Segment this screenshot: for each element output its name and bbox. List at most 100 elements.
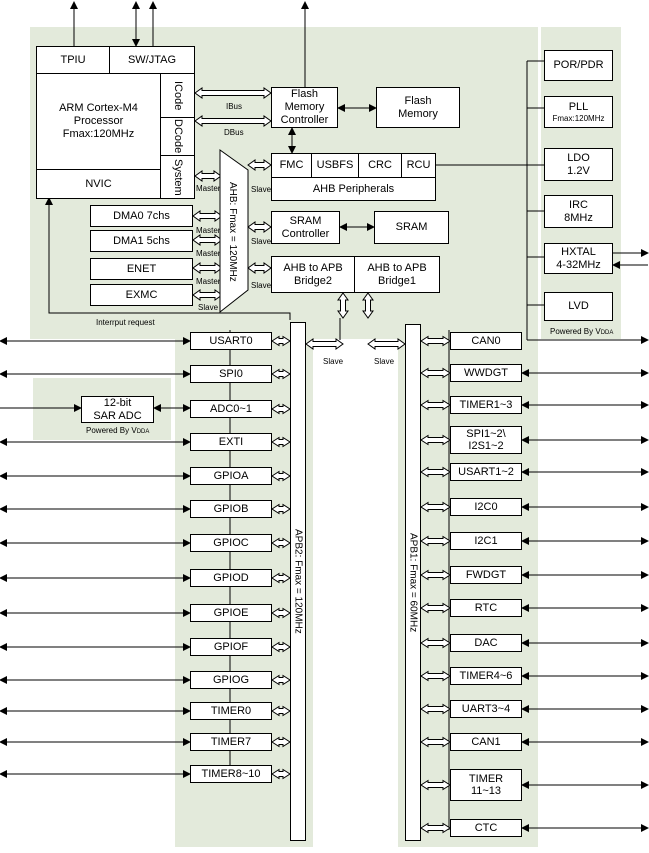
apb1-label: APB1: Fmax = 60MHz [407, 532, 419, 633]
por-pdr-box: POR/PDR [544, 50, 613, 81]
tpiu-box: TPIU [36, 46, 110, 74]
lvd-label: LVD [568, 300, 589, 312]
slave-label-sram: Slave [251, 237, 272, 246]
apb2-periph-label: USART0 [209, 334, 253, 347]
apb2-periph-label: TIMER0 [210, 704, 252, 717]
apb2-periph-12: TIMER7 [190, 733, 272, 751]
adc-line2: SAR ADC [93, 409, 142, 422]
apb1-periph-label: TIMER1~3 [459, 399, 513, 411]
exmc-box: EXMC [90, 284, 193, 306]
apb1-periph-label: DAC [474, 637, 498, 649]
pll-box: PLL Fmax:120MHz [544, 96, 613, 128]
power-by-vdda: Powered By VDDA [550, 327, 613, 338]
apb2-periph-9: GPIOF [190, 638, 272, 656]
irc-line1: IRC [569, 198, 588, 211]
apb1-periph-7: FWDGT [450, 566, 522, 584]
pll-fmax-label: Fmax:120MHz [552, 113, 605, 123]
sar-adc-box: 12-bit SAR ADC [81, 396, 154, 423]
apb1-periph-0: CAN0 [450, 332, 522, 350]
apb2-label: APB2: Fmax = 120MHz [292, 529, 304, 634]
apb1-periph-label: I2S1~2 [468, 440, 504, 452]
ldo-box: LDO 1.2V [544, 148, 613, 181]
swjtag-label: SW/JTAG [127, 53, 177, 66]
apb1-periph-label: CTC [474, 822, 498, 834]
slave-label-apb1: Slave [374, 357, 395, 366]
apb1-periph-3: SPI1~2\I2S1~2 [450, 426, 522, 454]
rcu-label: RCU [406, 159, 431, 171]
bridge2-line1: AHB to APB [283, 261, 343, 274]
dcode-box: DCode [160, 117, 195, 156]
nvic-label: NVIC [85, 177, 112, 190]
bridge1-line1: AHB to APB [367, 261, 427, 274]
usbfs-label: USBFS [316, 159, 354, 171]
swjtag-box: SW/JTAG [109, 46, 195, 74]
irc-box: IRC 8MHz [544, 195, 613, 228]
pll-label: PLL [568, 100, 589, 113]
apb1-periph-14: CTC [450, 819, 522, 837]
slave-label-apb2: Slave [323, 357, 344, 366]
apb1-periph-label: 11~13 [470, 785, 502, 797]
apb2-periph-5: GPIOB [190, 500, 272, 518]
cortex-core: ARM Cortex-M4 Processor Fmax:120MHz [36, 73, 161, 170]
icode-box: ICode [160, 73, 195, 118]
apb2-periph-label: TIMER8~10 [201, 767, 261, 780]
apb2-periph-label: EXTI [218, 435, 244, 448]
apb1-periph-5: I2C0 [450, 498, 522, 516]
master-label-dma1: Master [196, 249, 221, 258]
apb1-periph-10: TIMER4~6 [450, 667, 522, 685]
slave-label-ahbp: Slave [251, 185, 272, 194]
apb2-periph-label: GPIOA [213, 469, 249, 482]
apb2-periph-3: EXTI [190, 433, 272, 451]
flash-mem-line1: Flash [404, 94, 432, 107]
apb2-periph-label: GPIOF [213, 640, 249, 653]
adc-line1: 12-bit [103, 396, 132, 409]
system-box: System [160, 155, 195, 199]
fmc-box: FMC [271, 153, 312, 178]
bridge1-line2: Bridge1 [378, 274, 416, 287]
apb2-periph-2: ADC0~1 [190, 400, 272, 418]
crc-label: CRC [368, 159, 392, 171]
hxtal-line2: 4-32MHz [556, 258, 601, 271]
por-label: POR/PDR [553, 59, 604, 71]
master-label-dma0: Master [196, 226, 221, 235]
exmc-label: EXMC [125, 288, 158, 301]
ahb-periph-label: AHB Peripherals [312, 183, 395, 195]
slave-label-exmc: Slave [198, 303, 219, 312]
powered-by-text: Powered By V [550, 327, 601, 336]
adc-vdda-sub: DDA [136, 429, 150, 435]
apb2-periph-4: GPIOA [190, 467, 272, 485]
sram-ctrl-line1: SRAM [289, 214, 322, 227]
icode-label: ICode [172, 80, 184, 111]
flash-ctrl-line3: Controller [280, 114, 329, 126]
core-line3: Fmax:120MHz [62, 128, 135, 140]
apb1-periph-label: TIMER [468, 773, 504, 785]
apb1-periph-9: DAC [450, 634, 522, 652]
apb1-periph-label: CAN0 [471, 335, 501, 347]
apb2-periph-label: GPIOB [213, 502, 249, 515]
apb1-periph-label: UART3~4 [461, 703, 511, 715]
ahb-label: AHB: Fmax = 120MHz [227, 182, 238, 282]
apb2-periph-label: GPIOG [212, 673, 250, 686]
apb1-periph-label: USART1~2 [458, 466, 514, 478]
vdda-sub: DDA [600, 330, 614, 336]
apb1-periph-6: I2C1 [450, 532, 522, 550]
apb2-periph-8: GPIOE [190, 604, 272, 622]
enet-box: ENET [90, 258, 193, 280]
nvic-box: NVIC [36, 169, 161, 199]
flash-ctrl-line2: Memory [284, 101, 325, 113]
apb1-periph-label: TIMER4~6 [459, 670, 513, 682]
flash-memory: Flash Memory [376, 87, 460, 128]
bridge2-box: AHB to APB Bridge2 [271, 256, 355, 293]
ldo-line1: LDO [567, 151, 590, 164]
ibus-label: IBus [226, 102, 243, 111]
apb2-periph-label: GPIOC [213, 536, 249, 549]
apb1-periph-11: UART3~4 [450, 700, 522, 718]
apb1-periph-label: FWDGT [465, 569, 507, 581]
hxtal-line1: HXTAL [561, 245, 596, 258]
flash-mem-line2: Memory [398, 107, 438, 120]
apb2-periph-label: SPI0 [219, 367, 243, 380]
apb2-periph-1: SPI0 [190, 365, 272, 383]
